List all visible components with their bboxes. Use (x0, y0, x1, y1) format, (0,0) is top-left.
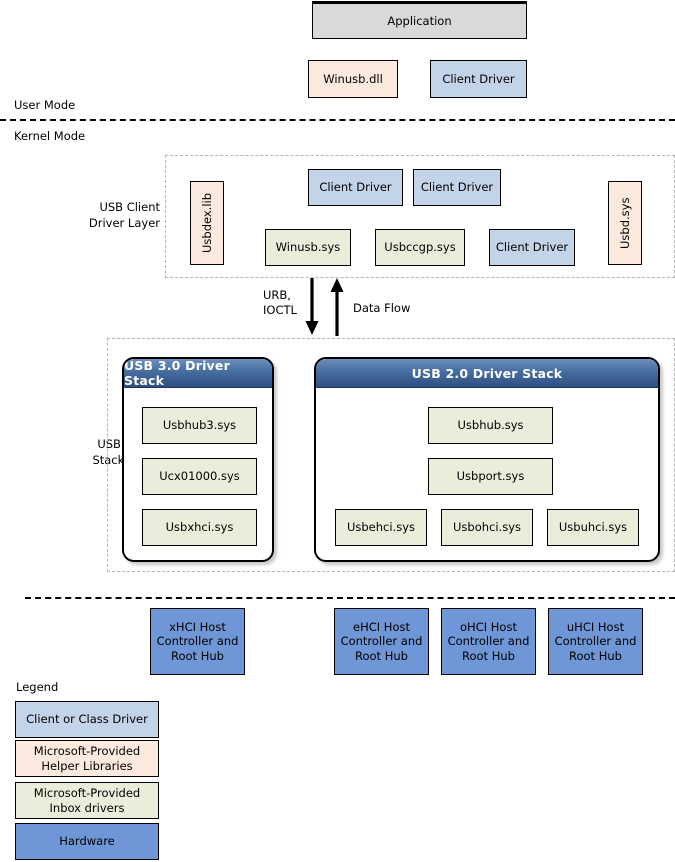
usbdex-lib-box: Usbdex.lib (190, 181, 224, 265)
legend-title: Legend (16, 680, 59, 694)
uhci-host-controller-box: uHCI Host Controller and Root Hub (548, 608, 643, 675)
usbccgp-sys-box: Usbccgp.sys (375, 229, 465, 266)
usbd-sys-box: Usbd.sys (608, 181, 642, 265)
legend-item-helper-libraries: Microsoft-Provided Helper Libraries (15, 740, 159, 777)
usb-3-0-driver-stack-title: USB 3.0 Driver Stack (124, 359, 272, 388)
usb-3-0-driver-stack-body: Usbhub3.sys Ucx01000.sys Usbxhci.sys (124, 388, 272, 560)
usbxhci-sys-box: Usbxhci.sys (142, 509, 257, 546)
usbhub3-sys-box: Usbhub3.sys (142, 407, 257, 444)
kernel-hardware-divider (25, 597, 675, 599)
usbport-sys-box: Usbport.sys (428, 458, 553, 495)
ehci-host-controller-box: eHCI Host Controller and Root Hub (334, 608, 429, 675)
user-kernel-divider (0, 119, 675, 121)
data-flow-label: Data Flow (353, 301, 411, 315)
user-mode-label: User Mode (14, 98, 76, 112)
usb-2-0-driver-stack-panel: USB 2.0 Driver Stack Usbhub.sys Usbport.… (314, 357, 660, 562)
ucx01000-sys-box: Ucx01000.sys (142, 458, 257, 495)
legend-item-client-driver: Client or Class Driver (15, 701, 159, 738)
user-mode-client-driver-box: Client Driver (430, 60, 527, 98)
winusb-dll-box: Winusb.dll (308, 60, 398, 98)
kernel-mode-label: Kernel Mode (14, 129, 86, 143)
legend-item-hardware: Hardware (15, 823, 159, 860)
winusb-sys-box: Winusb.sys (265, 229, 351, 266)
legend-item-inbox-drivers: Microsoft-Provided Inbox drivers (15, 782, 159, 819)
usbohci-sys-box: Usbohci.sys (441, 509, 533, 546)
usbuhci-sys-box: Usbuhci.sys (547, 509, 639, 546)
usb-2-0-driver-stack-title: USB 2.0 Driver Stack (316, 359, 658, 388)
usb-3-0-driver-stack-panel: USB 3.0 Driver Stack Usbhub3.sys Ucx0100… (122, 357, 274, 562)
application-box: Application (312, 1, 527, 39)
client-driver-box-2: Client Driver (413, 169, 501, 206)
xhci-host-controller-box: xHCI Host Controller and Root Hub (150, 608, 245, 675)
flow-arrows (305, 278, 344, 336)
usb-client-driver-layer-caption: USB Client Driver Layer (88, 200, 160, 230)
ohci-host-controller-box: oHCI Host Controller and Root Hub (441, 608, 536, 675)
urb-ioctl-label: URB, IOCTL (263, 288, 297, 317)
client-driver-box-3: Client Driver (489, 229, 575, 266)
client-driver-box-1: Client Driver (308, 169, 403, 206)
usbehci-sys-box: Usbehci.sys (335, 509, 427, 546)
usbhub-sys-box: Usbhub.sys (428, 407, 553, 444)
usb-2-0-driver-stack-body: Usbhub.sys Usbport.sys Usbehci.sys Usboh… (316, 388, 658, 560)
